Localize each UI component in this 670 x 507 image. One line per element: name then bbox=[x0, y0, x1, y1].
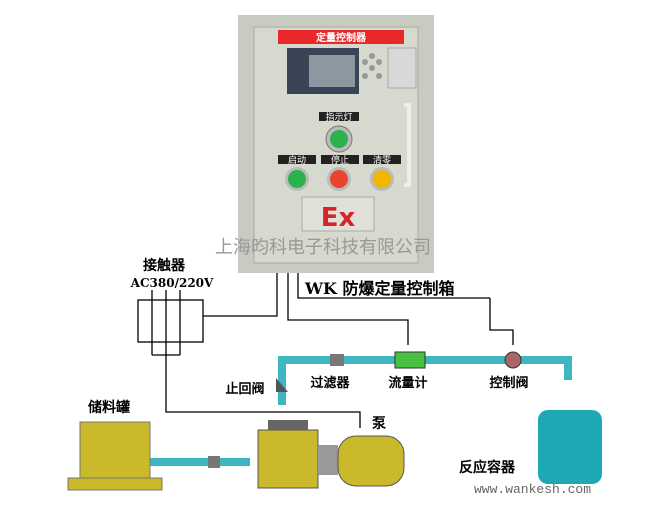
control-valve-label: 控制阀 bbox=[489, 375, 528, 391]
indicator-label: 指示灯 bbox=[325, 111, 352, 123]
start-button[interactable] bbox=[288, 170, 306, 188]
door-handle bbox=[404, 103, 411, 187]
pump bbox=[257, 420, 405, 489]
reactor-vessel bbox=[538, 410, 602, 484]
reactor-label: 反应容器 bbox=[459, 459, 516, 476]
contactor-voltage-label: AC380/220V bbox=[130, 276, 214, 290]
reset-button[interactable] bbox=[373, 170, 391, 188]
flowmeter-label: 流量计 bbox=[388, 375, 427, 391]
check-valve[interactable] bbox=[276, 378, 288, 392]
stop-button[interactable] bbox=[330, 170, 348, 188]
reset-label: 清零 bbox=[373, 154, 391, 166]
start-label: 启动 bbox=[288, 154, 306, 166]
title-plate-text: 定量控制器 bbox=[316, 31, 367, 44]
filter[interactable] bbox=[330, 354, 344, 366]
storage-tank-label: 储料罐 bbox=[87, 399, 130, 416]
indicator-light bbox=[330, 130, 348, 148]
ex-mark: Ex bbox=[321, 203, 356, 233]
control-cabinet: 定量控制器 指示灯 启动 停止 清零 Ex bbox=[238, 15, 434, 273]
filter-label: 过滤器 bbox=[310, 375, 350, 391]
control-valve[interactable] bbox=[504, 351, 522, 369]
inlet-valve[interactable] bbox=[208, 456, 220, 468]
contactor-label: 接触器 bbox=[143, 257, 186, 274]
url-watermark: www.wankesh.com bbox=[474, 482, 591, 497]
keypad[interactable] bbox=[362, 47, 417, 89]
cabinet-name-label: WK 防爆定量控制箱 bbox=[304, 279, 454, 298]
check-valve-label: 止回阀 bbox=[225, 381, 264, 397]
stop-label: 停止 bbox=[331, 154, 349, 166]
title-plate bbox=[278, 30, 404, 44]
storage-tank bbox=[67, 421, 163, 491]
wiring bbox=[137, 273, 514, 428]
company-watermark: 上海昀科电子科技有限公司 bbox=[215, 237, 431, 258]
flowmeter[interactable] bbox=[394, 351, 426, 369]
pump-label: 泵 bbox=[372, 416, 386, 432]
